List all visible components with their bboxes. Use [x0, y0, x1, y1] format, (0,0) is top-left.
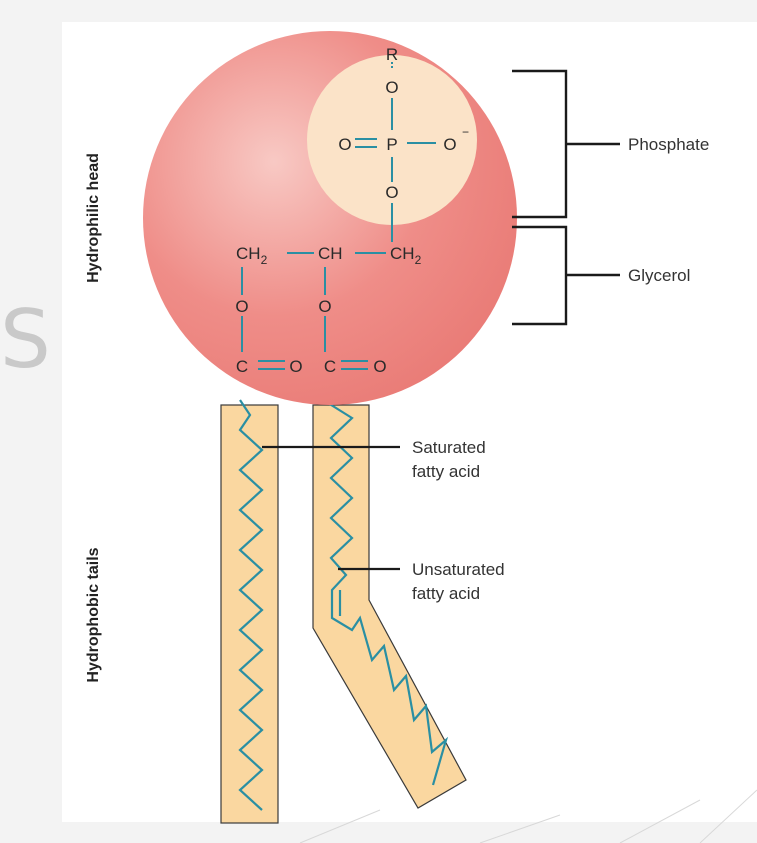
saturated-label-line2: fatty acid [412, 462, 480, 481]
phosphate-bracket [512, 69, 568, 219]
phosphate-bonds [355, 62, 436, 242]
glycerol-label: Glycerol [628, 266, 690, 285]
carbonyl-oxygen-right: O [373, 357, 386, 376]
saturated-carbon-chain [238, 399, 264, 811]
carbonyl-carbon-left: C [236, 357, 248, 376]
oxygen-atom-bridge: O [385, 183, 398, 202]
phosphorus-atom: P [386, 135, 397, 154]
oxygen-atom-negative: O [443, 135, 456, 154]
saturated-tail-body [220, 404, 279, 824]
saturated-label-line1: Saturated [412, 438, 486, 457]
hydrophilic-head-label: Hydrophilic head [85, 153, 102, 283]
unsaturated-label-line1: Unsaturated [412, 560, 505, 579]
glycerol-ch2-right: CH2 [390, 244, 422, 267]
unsaturated-tail-body [312, 404, 467, 809]
ester-oxygen-right: O [318, 297, 331, 316]
glycerol-bracket [512, 225, 568, 326]
phosphate-region [307, 55, 477, 225]
r-group-label: R [386, 45, 398, 64]
oxygen-atom-double-bond: O [338, 135, 351, 154]
background-decoration [299, 789, 757, 843]
hydrophobic-tails-label: Hydrophobic tails [85, 547, 102, 682]
glycerol-ch-middle: CH [318, 244, 343, 263]
carbonyl-oxygen-left: O [289, 357, 302, 376]
glycerol-bonds [241, 252, 386, 370]
negative-charge-label: − [462, 125, 469, 139]
ester-oxygen-left: O [235, 297, 248, 316]
oxygen-atom-top: O [385, 78, 398, 97]
carbonyl-carbon-right: C [324, 357, 336, 376]
unsaturated-label-line2: fatty acid [412, 584, 480, 603]
unsaturated-carbon-chain [327, 402, 449, 786]
glycerol-ch2-left: CH2 [236, 244, 268, 267]
phosphate-label: Phosphate [628, 135, 709, 154]
background-letter-fragment: S [0, 293, 51, 386]
